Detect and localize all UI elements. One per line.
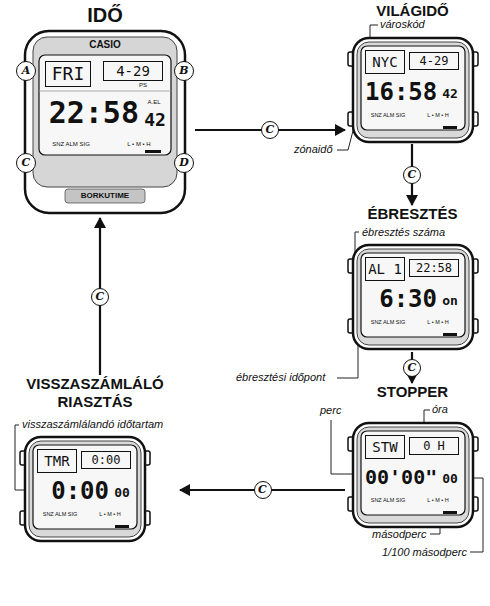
lcd-seconds: on [439, 293, 461, 309]
callout-label: városkód [380, 18, 425, 31]
lcd-day: FRI [45, 61, 91, 87]
lcd-bar [443, 333, 457, 336]
watch-case [25, 31, 185, 213]
button-letter: A [17, 62, 35, 79]
mode-title: IDŐ [15, 3, 195, 27]
callout-label: 1/100 másodperc [382, 546, 467, 559]
lcd-seconds: 00 [439, 471, 461, 487]
lcd-screen [361, 46, 465, 130]
watch-case [353, 38, 473, 142]
lcd-bar [443, 126, 457, 129]
indicator-text: L • M • H [113, 141, 165, 148]
button-letter: B [175, 62, 193, 79]
indicator-text: SNZ ALM SIG [365, 319, 411, 326]
lcd-main-digits: 0:00 [37, 477, 109, 506]
button-callout: C [403, 166, 421, 184]
lcd-seconds: 42 [141, 109, 169, 131]
lcd-bar [443, 511, 457, 514]
lcd-mode-label: NYC [365, 50, 405, 74]
watch-bezel [357, 427, 469, 523]
button-letter: D [175, 154, 193, 171]
indicator-text: L • M • H [415, 319, 461, 326]
watch-face: VISSZASZÁMLÁLÓ RIASZTÁSTMR0:000:0000SNZ … [10, 375, 180, 560]
lcd-screen [361, 253, 465, 337]
lcd-mode-label: AL 1 [365, 257, 405, 281]
lcd-seconds: 00 [111, 485, 133, 501]
model-plate-bg [65, 189, 145, 203]
callout-label: perc [320, 404, 341, 417]
watch-case [25, 437, 145, 541]
lcd-date: 4-29 [103, 61, 163, 81]
lcd-divider [39, 91, 171, 92]
lcd-bar [145, 150, 161, 153]
callout-label: óra [432, 403, 448, 416]
button-callout: C [254, 481, 272, 499]
watch-button: B [174, 61, 194, 81]
lcd-screen [361, 431, 465, 515]
lcd-main-digits: 22:58 [43, 95, 139, 131]
mode-title: VILÁGIDŐ [345, 2, 480, 20]
watch-case [353, 245, 473, 349]
callout-label: zónaidő [294, 143, 333, 156]
indicator-text: L • M • H [87, 511, 133, 518]
lcd-mode-label: TMR [37, 449, 77, 473]
watch-bezel [357, 42, 469, 138]
indicator-text: L • M • H [415, 112, 461, 119]
callout-label: visszaszámlálandó időtartam [22, 418, 163, 431]
watch-button: A [16, 61, 36, 81]
indicator-text: A.EL [141, 99, 167, 106]
indicator-text: L • M • H [415, 497, 461, 504]
lcd-screen [33, 445, 137, 529]
watch-bezel [29, 441, 141, 537]
mode-title: ÉBRESZTÉS [345, 205, 480, 223]
watch-case [353, 423, 473, 527]
watch-button: C [16, 153, 36, 173]
callout-label: másodperc [372, 528, 426, 541]
lcd-mode-label: STW [365, 435, 405, 459]
indicator-text: SNZ ALM SIG [365, 497, 411, 504]
indicator-text: SNZ ALM SIG [365, 112, 411, 119]
indicator-text: SNZ ALM SIG [37, 511, 83, 518]
lcd-screen [39, 55, 171, 155]
lcd-bar [115, 525, 129, 528]
callout-label: ébresztés száma [362, 226, 445, 239]
button-callout: C [91, 288, 109, 306]
brand-logo: CASIO [75, 39, 135, 51]
button-letter: C [17, 154, 35, 171]
watch-face: STOPPER STW0 H 00'00"00SNZ ALM SIG L • M • … [345, 383, 480, 528]
lcd-main-digits: 16:58 [365, 78, 437, 107]
lcd-seconds: 42 [439, 86, 461, 102]
indicator-text: SNZ ALM SIG [43, 141, 99, 148]
button-callout: C [261, 121, 279, 139]
lcd-upper-value: 4-29 [409, 52, 459, 70]
watch-bezel [33, 37, 177, 187]
indicator-text: PS [133, 82, 153, 89]
lcd-upper-value: 0:00 [81, 451, 131, 469]
model-plate: BORKUTIME [65, 191, 145, 201]
watch-face: IDŐ CASIO FRI 4-29PS 22:5842 A.EL SNZ ALM SIG L… [15, 3, 195, 218]
lcd-upper-value: 22:58 [409, 259, 459, 277]
mode-title: STOPPER [345, 383, 480, 401]
watch-bezel [357, 249, 469, 345]
mode-title: VISSZASZÁMLÁLÓ RIASZTÁS [10, 375, 180, 411]
lcd-main-digits: 00'00" [365, 465, 437, 489]
button-callout: C [403, 359, 421, 377]
lcd-upper-value: 0 H [409, 437, 459, 455]
watch-button: D [174, 153, 194, 173]
callout-label: ébresztési időpont [236, 371, 325, 384]
lcd-main-digits: 6:30 [365, 285, 437, 314]
